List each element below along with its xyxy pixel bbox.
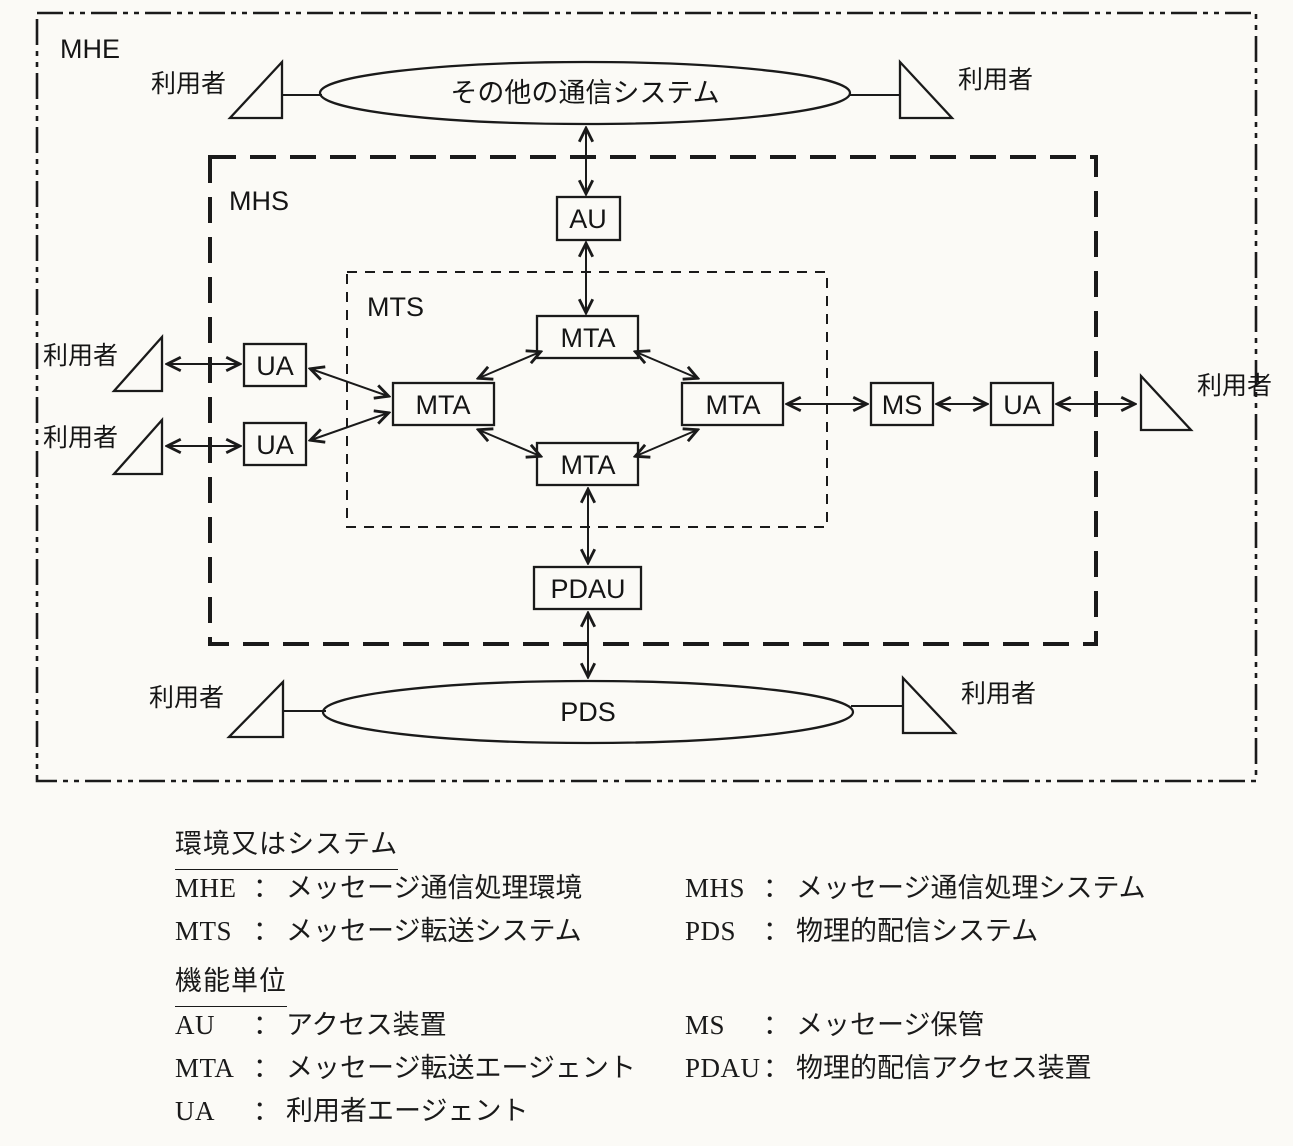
mhs-boundary — [208, 155, 1098, 646]
legend-row: MTS ： メッセージ転送システム PDS ： 物理的配信システム — [175, 910, 1235, 953]
pds-label: PDS — [560, 697, 616, 727]
legend-colon: ： — [763, 916, 790, 946]
user-label-top-left: 利用者 — [151, 70, 226, 98]
au-label: AU — [569, 204, 607, 234]
legend-desc: メッセージ通信処理システム — [796, 873, 1146, 903]
mta-top-box — [535, 314, 640, 360]
user-triangle-top-left — [227, 59, 284, 120]
user-triangle-left-1 — [111, 333, 164, 393]
legend-abbr: MTA — [175, 1053, 235, 1083]
legend-entry-pdau: PDAU ： 物理的配信アクセス装置 — [685, 1047, 1235, 1090]
legend-desc: 物理的配信システム — [796, 916, 1039, 946]
legend-colon: ： — [253, 1053, 280, 1083]
pdau-box — [532, 565, 643, 611]
ua-left-1-label: UA — [256, 351, 294, 381]
legend-row: MTA ： メッセージ転送エージェント PDAU ： 物理的配信アクセス装置 — [175, 1047, 1235, 1090]
ua-left-1-box — [242, 342, 308, 388]
legend-entry-mts: MTS ： メッセージ転送システム — [175, 910, 685, 953]
legend-colon: ： — [763, 1010, 790, 1040]
mta-right-label: MTA — [706, 390, 761, 420]
legend-heading-environments: 環境又はシステム — [175, 822, 399, 870]
legend-colon: ： — [253, 1096, 280, 1126]
arrow-ua2-mta-left — [311, 413, 388, 440]
legend-entry-ms: MS ： メッセージ保管 — [685, 1004, 1235, 1047]
arrow-mta-top-right — [636, 352, 697, 378]
legend-abbr: MHS — [685, 873, 746, 903]
other-comm-system-ellipse — [318, 60, 852, 126]
legend-desc: メッセージ転送エージェント — [286, 1053, 636, 1083]
legend-desc: 物理的配信アクセス装置 — [796, 1053, 1092, 1083]
legend: 環境又はシステム MHE ： メッセージ通信処理環境 MHS ： メッセージ通信… — [175, 822, 1235, 1133]
pdau-label: PDAU — [550, 574, 625, 604]
legend-row: AU ： アクセス装置 MS ： メッセージ保管 — [175, 1004, 1235, 1047]
user-triangle-top-right — [898, 59, 955, 120]
legend-colon: ： — [763, 873, 790, 903]
mhs-label: MHS — [229, 186, 289, 216]
user-triangle-left-2 — [111, 416, 164, 476]
user-triangle-bottom-right — [901, 675, 958, 735]
mta-top-label: MTA — [561, 323, 616, 353]
mta-right-box — [680, 381, 785, 427]
mta-left-box — [391, 381, 496, 427]
legend-desc: メッセージ通信処理環境 — [286, 873, 583, 903]
ms-box — [869, 381, 935, 427]
mta-bottom-label: MTA — [561, 450, 616, 480]
legend-row: MHE ： メッセージ通信処理環境 MHS ： メッセージ通信処理システム — [175, 867, 1235, 910]
mhe-boundary — [35, 11, 1258, 783]
legend-entry-mhs: MHS ： メッセージ通信処理システム — [685, 867, 1235, 910]
legend-entry-ua: UA ： 利用者エージェント — [175, 1090, 685, 1133]
ua-left-2-label: UA — [256, 430, 294, 460]
user-triangle-bottom-left — [226, 679, 285, 739]
mta-bottom-box — [535, 441, 640, 487]
legend-desc: メッセージ保管 — [796, 1010, 985, 1040]
user-triangle-right — [1139, 373, 1194, 432]
legend-section-functional-units: 機能単位 — [175, 959, 1235, 1007]
legend-abbr: MTS — [175, 916, 233, 946]
ua-left-2-box — [242, 421, 308, 467]
user-label-bottom-left: 利用者 — [149, 684, 224, 712]
mhs-architecture-diagram: MHE MHS MTS その他の通信システム 利用者 利用者 AU MTA MT… — [35, 11, 1272, 783]
legend-entry-mhe: MHE ： メッセージ通信処理環境 — [175, 867, 685, 910]
legend-colon: ： — [253, 873, 280, 903]
user-label-left-1: 利用者 — [43, 342, 118, 370]
legend-entry-au: AU ： アクセス装置 — [175, 1004, 685, 1047]
legend-desc: メッセージ転送システム — [286, 916, 582, 946]
legend-desc: アクセス装置 — [286, 1010, 447, 1040]
legend-abbr: AU — [175, 1010, 215, 1040]
mhe-label: MHE — [60, 34, 120, 64]
legend-abbr: MS — [685, 1010, 726, 1040]
legend-abbr: UA — [175, 1096, 215, 1126]
legend-abbr: PDAU — [685, 1053, 761, 1083]
arrow-mta-left-top — [479, 352, 540, 378]
arrow-ua1-mta-left — [311, 369, 388, 396]
user-label-top-right: 利用者 — [958, 66, 1033, 94]
legend-entry-pds: PDS ： 物理的配信システム — [685, 910, 1235, 953]
legend-abbr: MHE — [175, 873, 237, 903]
arrow-mta-left-bottom — [479, 430, 540, 456]
au-box — [555, 195, 622, 242]
arrow-mta-bottom-right — [636, 430, 697, 456]
other-comm-system-label: その他の通信システム — [450, 78, 719, 108]
legend-section-environments: 環境又はシステム — [175, 822, 1235, 870]
user-label-bottom-right: 利用者 — [961, 680, 1036, 708]
user-label-left-2: 利用者 — [43, 424, 118, 452]
ua-right-label: UA — [1003, 390, 1041, 420]
legend-colon: ： — [253, 1010, 280, 1040]
legend-abbr: PDS — [685, 916, 737, 946]
legend-desc: 利用者エージェント — [286, 1096, 529, 1126]
legend-colon: ： — [253, 916, 280, 946]
ua-right-box — [989, 381, 1055, 427]
legend-heading-functional-units: 機能単位 — [175, 959, 287, 1007]
mta-left-label: MTA — [416, 390, 471, 420]
legend-row: UA ： 利用者エージェント — [175, 1090, 1235, 1133]
legend-entry-mta: MTA ： メッセージ転送エージェント — [175, 1047, 685, 1090]
user-label-right: 利用者 — [1197, 372, 1272, 400]
legend-colon: ： — [763, 1053, 790, 1083]
mts-label: MTS — [367, 292, 424, 322]
ms-label: MS — [882, 390, 923, 420]
